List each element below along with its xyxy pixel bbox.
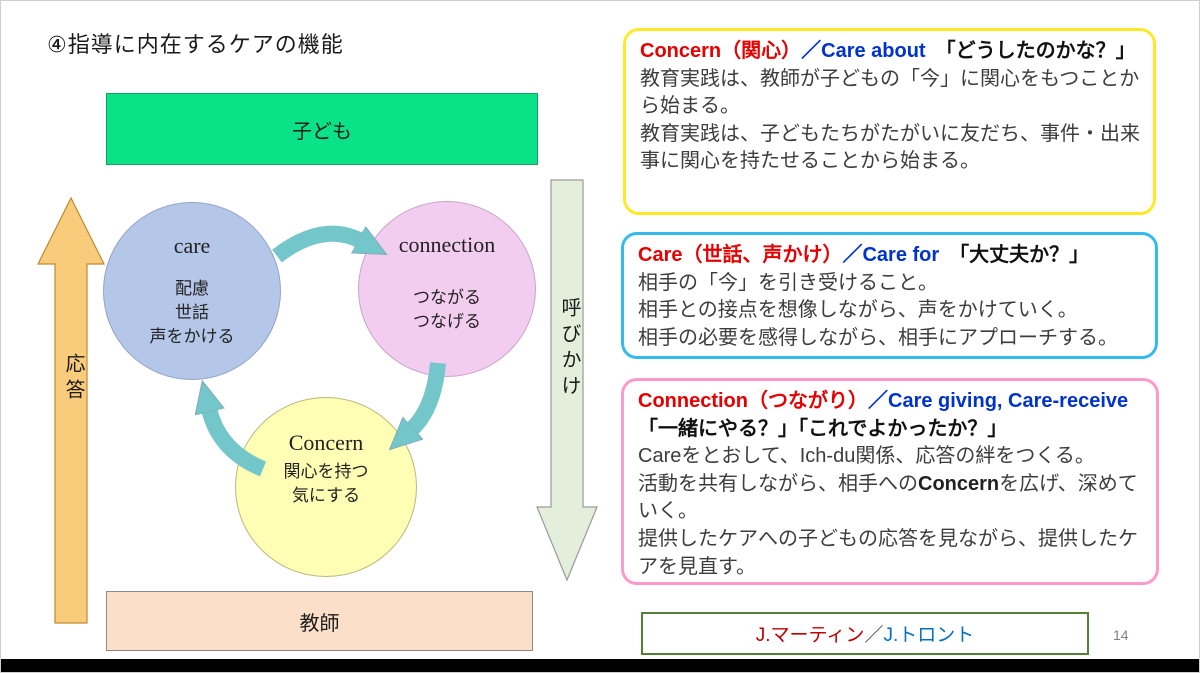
citation-name-martin: J.マーティン <box>755 625 865 646</box>
care-circle-line: 声をかける <box>149 326 235 346</box>
care-circle-line: 配慮 <box>175 279 209 298</box>
connection-circle-line: つながる <box>413 288 481 307</box>
child-box: 子ども <box>106 93 538 165</box>
cycle-arrow-care-to-connection <box>272 225 361 263</box>
concern-info-heading: Concern（関心）／Care about 「どうしたのかな？」 <box>640 38 1141 66</box>
connection-body-line: 活動を共有しながら、相手へのConcernを広げ、深めていく。 <box>638 471 1144 526</box>
concern-body-line: 教育実践は、教師が子どもの「今」に関心をもつことから始まる。 <box>640 67 1140 118</box>
connection-term: Connection（つながり） <box>638 390 868 412</box>
call-arrow-label: 呼びかけ <box>558 297 580 401</box>
care-circle-title: care <box>173 233 211 258</box>
connection-body-line-post: を広げ、深めていく。 <box>638 472 1138 523</box>
connection-quote: 「一緒にやる？」「これでよかったか？」 <box>638 390 1149 440</box>
response-up-arrow <box>37 196 105 624</box>
connection-body-line: Careをとおして、Ich‐du関係、応答の絆をつくる。 <box>638 445 1095 468</box>
concern-english: ／Care about <box>801 40 926 62</box>
connection-body-line-bold: Concern <box>918 472 1000 495</box>
concern-circle-line: 気にする <box>291 485 361 505</box>
care-english: ／Care for <box>842 244 940 266</box>
concern-quote: 「どうしたのかな？」 <box>925 40 1136 62</box>
concern-info-box: Concern（関心）／Care about 「どうしたのかな？」 教育実践は、… <box>623 28 1156 215</box>
care-info-heading: Care（世話、声かけ）／Care for 「大丈夫か？」 <box>638 242 1143 270</box>
connection-body-line-pre: 活動を共有しながら、相手への <box>638 472 918 495</box>
page-number: 14 <box>1113 627 1129 643</box>
concern-circle-line: 関心を持つ <box>283 462 369 481</box>
care-term: Care（世話、声かけ） <box>638 244 843 266</box>
care-body-line: 相手の「今」を引き受けること。 <box>638 271 938 294</box>
connection-info-heading: Connection（つながり）／Care giving, Care-recei… <box>638 388 1144 443</box>
connection-english: ／Care giving, Care-receive <box>868 390 1129 412</box>
page-title: ④指導に内在するケアの機能 <box>47 32 344 57</box>
care-body-line: 相手との接点を想像しながら、声をかけていく。 <box>638 299 1078 322</box>
connection-circle-title: connection <box>398 232 496 257</box>
concern-body-line: 教育実践は、子どもたちがたがいに友だち、事件・出来事に関心を持たせることから始ま… <box>640 122 1140 173</box>
connection-circle-line: つなげる <box>413 311 481 331</box>
bottom-bar <box>1 659 1199 672</box>
care-info-box: Care（世話、声かけ）／Care for 「大丈夫か？」 相手の「今」を引き受… <box>621 232 1158 359</box>
concern-circle-title: Concern <box>288 430 364 455</box>
citation-box: J.マーティン／J.トロント <box>641 612 1089 655</box>
concern-term: Concern（関心） <box>640 40 802 62</box>
connection-info-box: Connection（つながり）／Care giving, Care-recei… <box>621 378 1159 585</box>
connection-circle: connection つながる つなげる <box>358 201 536 377</box>
concern-circle: Concern 関心を持つ 気にする <box>235 397 417 577</box>
citation-separator: ／ <box>864 625 884 646</box>
care-quote: 「大丈夫か？」 <box>939 244 1090 266</box>
teacher-box: 教師 <box>106 591 533 651</box>
care-circle: care 配慮 世話 声をかける <box>103 202 281 380</box>
care-body-line: 相手の必要を感得しながら、相手にアプローチする。 <box>638 326 1118 349</box>
connection-body-line: 提供したケアへの子どもの応答を見ながら、提供したケアを見直す。 <box>638 527 1138 578</box>
care-circle-line: 世話 <box>175 302 209 322</box>
citation-name-tronto: J.トロント <box>883 625 975 646</box>
response-arrow-label: 応答 <box>62 353 84 405</box>
